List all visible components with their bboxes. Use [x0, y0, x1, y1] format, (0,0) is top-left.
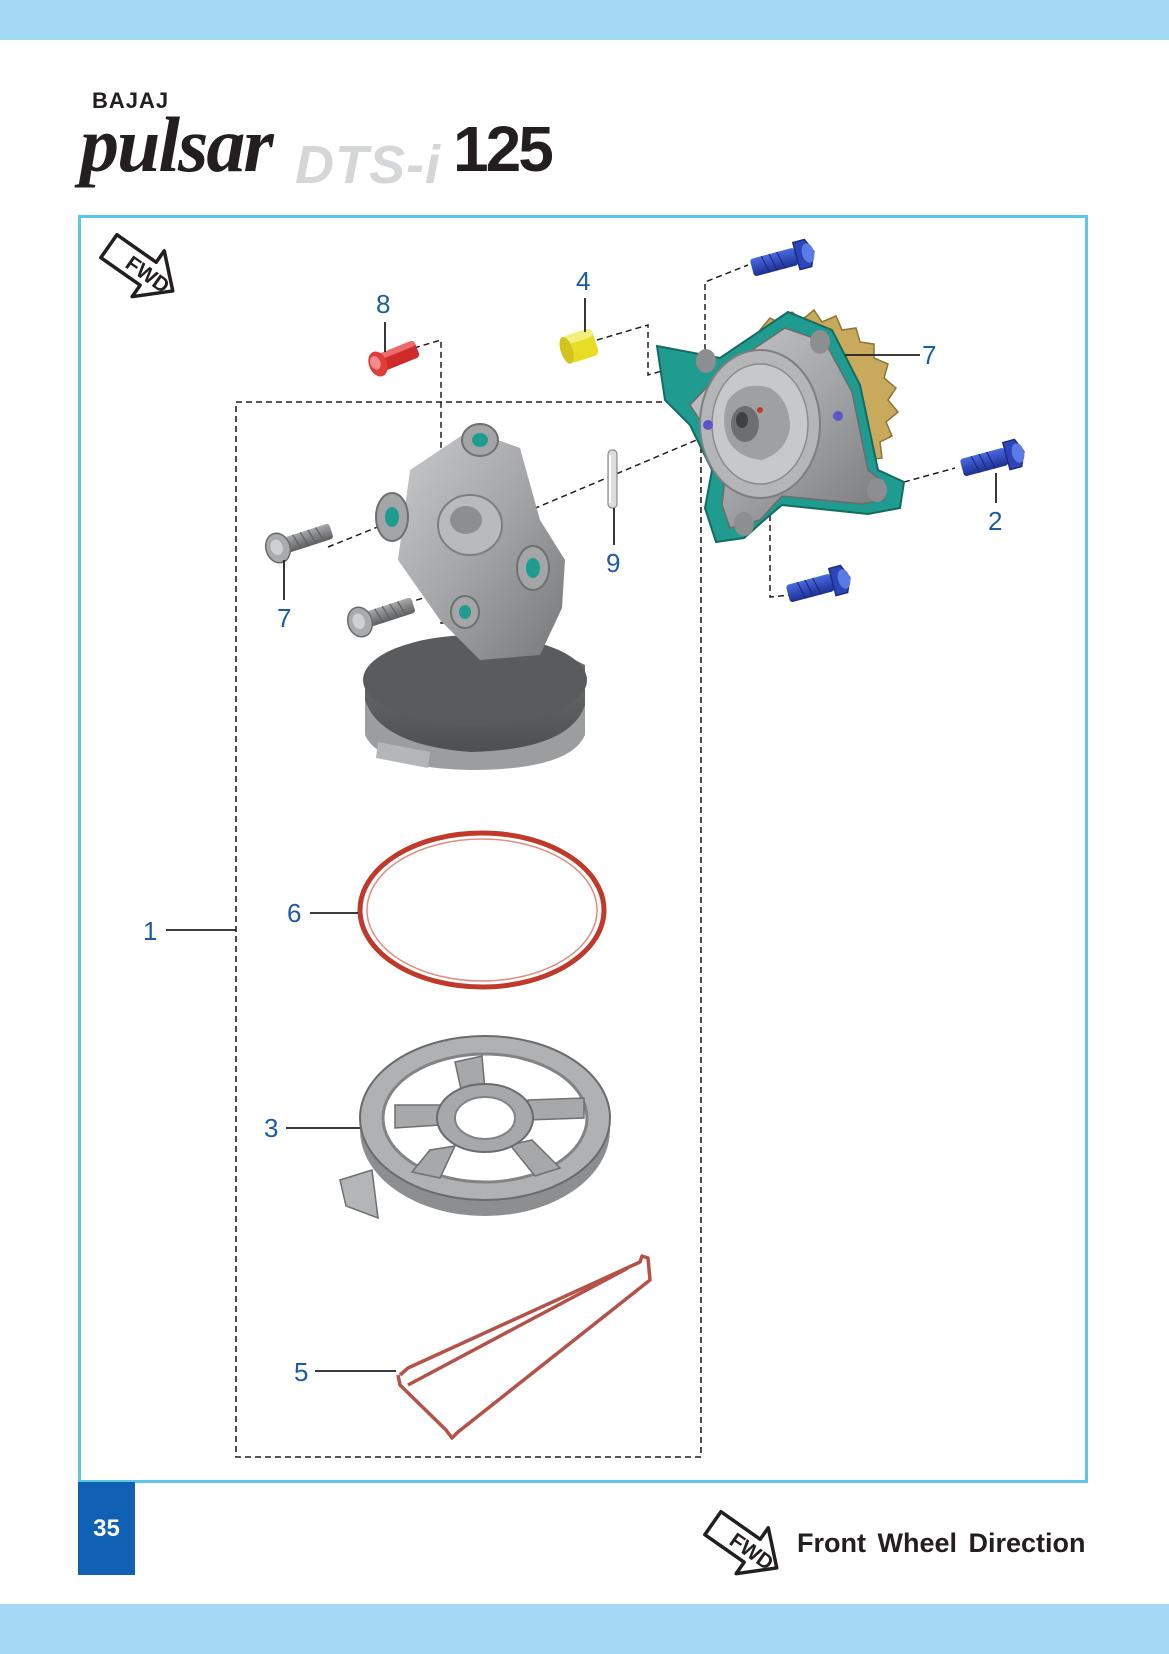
callout-4: 4 [576, 266, 590, 296]
callout-7-lower: 7 [277, 603, 291, 633]
part-8-red-bolt [368, 340, 420, 377]
part-3-strainer-frame [339, 1035, 611, 1220]
part-2-blue-bolt-bottom [786, 564, 851, 603]
page-number-badge: 35 [78, 1482, 135, 1575]
logo-brand-text: BAJAJ [92, 88, 170, 113]
logo-variant-text: DTS-i [295, 135, 441, 195]
part-7-grey-bolt-lower [346, 597, 415, 638]
diagram-frame [78, 215, 1088, 1483]
part-2-blue-bolt-right [960, 438, 1025, 477]
callout-9: 9 [606, 548, 620, 578]
part-7-grey-bolt-upper [264, 523, 333, 564]
bottom-color-band [0, 1604, 1169, 1654]
logo-model-script: pulsar [80, 101, 274, 188]
part-5-wire-clip [396, 1254, 652, 1440]
callout-leader-lines [166, 298, 997, 1372]
callout-8: 8 [376, 289, 390, 319]
callout-2: 2 [988, 506, 1002, 536]
callout-6: 6 [287, 898, 301, 928]
part-9-pin [607, 449, 618, 509]
top-color-band [0, 0, 1169, 40]
logo-model-number: 125 [453, 113, 554, 185]
pump-body-casting [363, 423, 587, 770]
brand-logo: BAJAJ pulsar DTS-i 125 [70, 80, 554, 205]
callout-5: 5 [294, 1357, 308, 1387]
callout-1: 1 [143, 916, 157, 946]
pump-rotor-gear-assembly [655, 308, 906, 544]
fwd-arrow-icon: FWD [99, 232, 175, 299]
part-6-o-ring [357, 830, 607, 990]
callout-7-upper: 7 [922, 340, 936, 370]
part-4-yellow-dowel [559, 328, 599, 364]
callout-3: 3 [264, 1113, 278, 1143]
part-2-blue-bolt-top [750, 238, 815, 277]
fwd-legend-icon: FWD [703, 1509, 779, 1576]
front-wheel-direction-legend: Front Wheel Direction [797, 1528, 1086, 1558]
